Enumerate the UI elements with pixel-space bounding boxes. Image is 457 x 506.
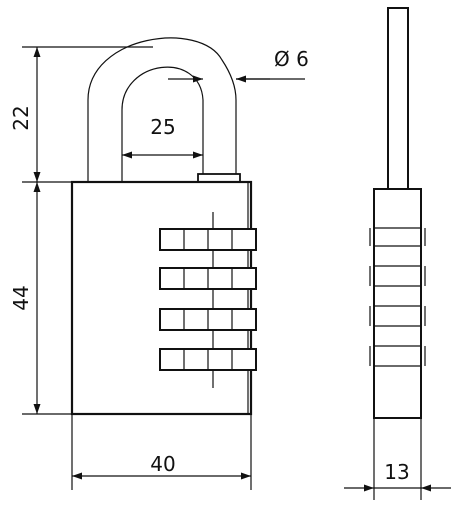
shackle-inner — [121, 66, 204, 183]
shackle-collar — [197, 173, 241, 183]
label-body-width: 40 — [150, 452, 175, 476]
wheel-3 — [159, 308, 257, 331]
label-shackle-inner-width: 25 — [150, 115, 175, 139]
side-shackle — [387, 7, 409, 190]
combination-wheels — [159, 228, 257, 371]
wheel-2 — [159, 267, 257, 290]
wheel-1 — [159, 228, 257, 251]
shackle-outer — [87, 37, 237, 183]
side-body — [373, 188, 422, 419]
lock-body — [70, 180, 253, 416]
label-body-thickness: 13 — [384, 460, 409, 484]
front-view — [70, 37, 257, 416]
label-shackle-height: 22 — [9, 105, 33, 130]
side-view — [344, 7, 451, 500]
label-shackle-diameter: Ø 6 — [274, 47, 309, 71]
dimension-lines — [22, 46, 305, 490]
wheel-4 — [159, 348, 257, 371]
label-body-height: 44 — [9, 285, 33, 310]
side-wheel-ribs — [369, 227, 426, 367]
